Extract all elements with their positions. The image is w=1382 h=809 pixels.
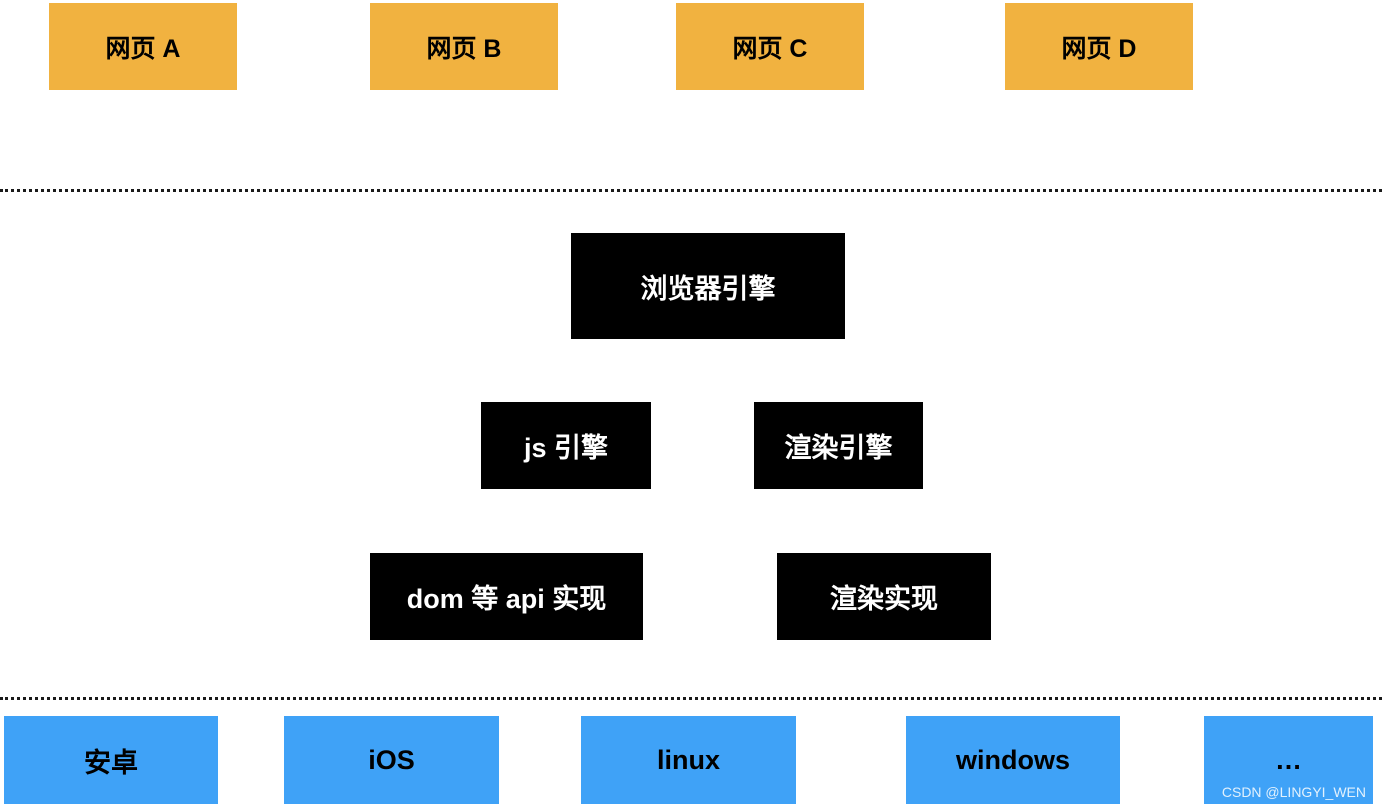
platform-ios-box: iOS [284, 716, 499, 804]
webpage-a-box: 网页 A [49, 3, 237, 90]
js-engine-box: js 引擎 [481, 402, 651, 489]
webpage-d-box: 网页 D [1005, 3, 1193, 90]
platform-windows-box: windows [906, 716, 1120, 804]
render-engine-box: 渲染引擎 [754, 402, 923, 489]
platform-linux-box: linux [581, 716, 796, 804]
top-divider [0, 189, 1382, 192]
watermark-text: CSDN @LINGYI_WEN [1221, 784, 1366, 800]
webpage-b-box: 网页 B [370, 3, 558, 90]
dom-api-impl-box: dom 等 api 实现 [370, 553, 643, 640]
render-impl-box: 渲染实现 [777, 553, 991, 640]
bottom-divider [0, 697, 1382, 700]
browser-engine-box: 浏览器引擎 [571, 233, 845, 339]
platform-android-box: 安卓 [4, 716, 218, 804]
platform-more-box: … [1204, 716, 1373, 804]
webpage-c-box: 网页 C [676, 3, 864, 90]
